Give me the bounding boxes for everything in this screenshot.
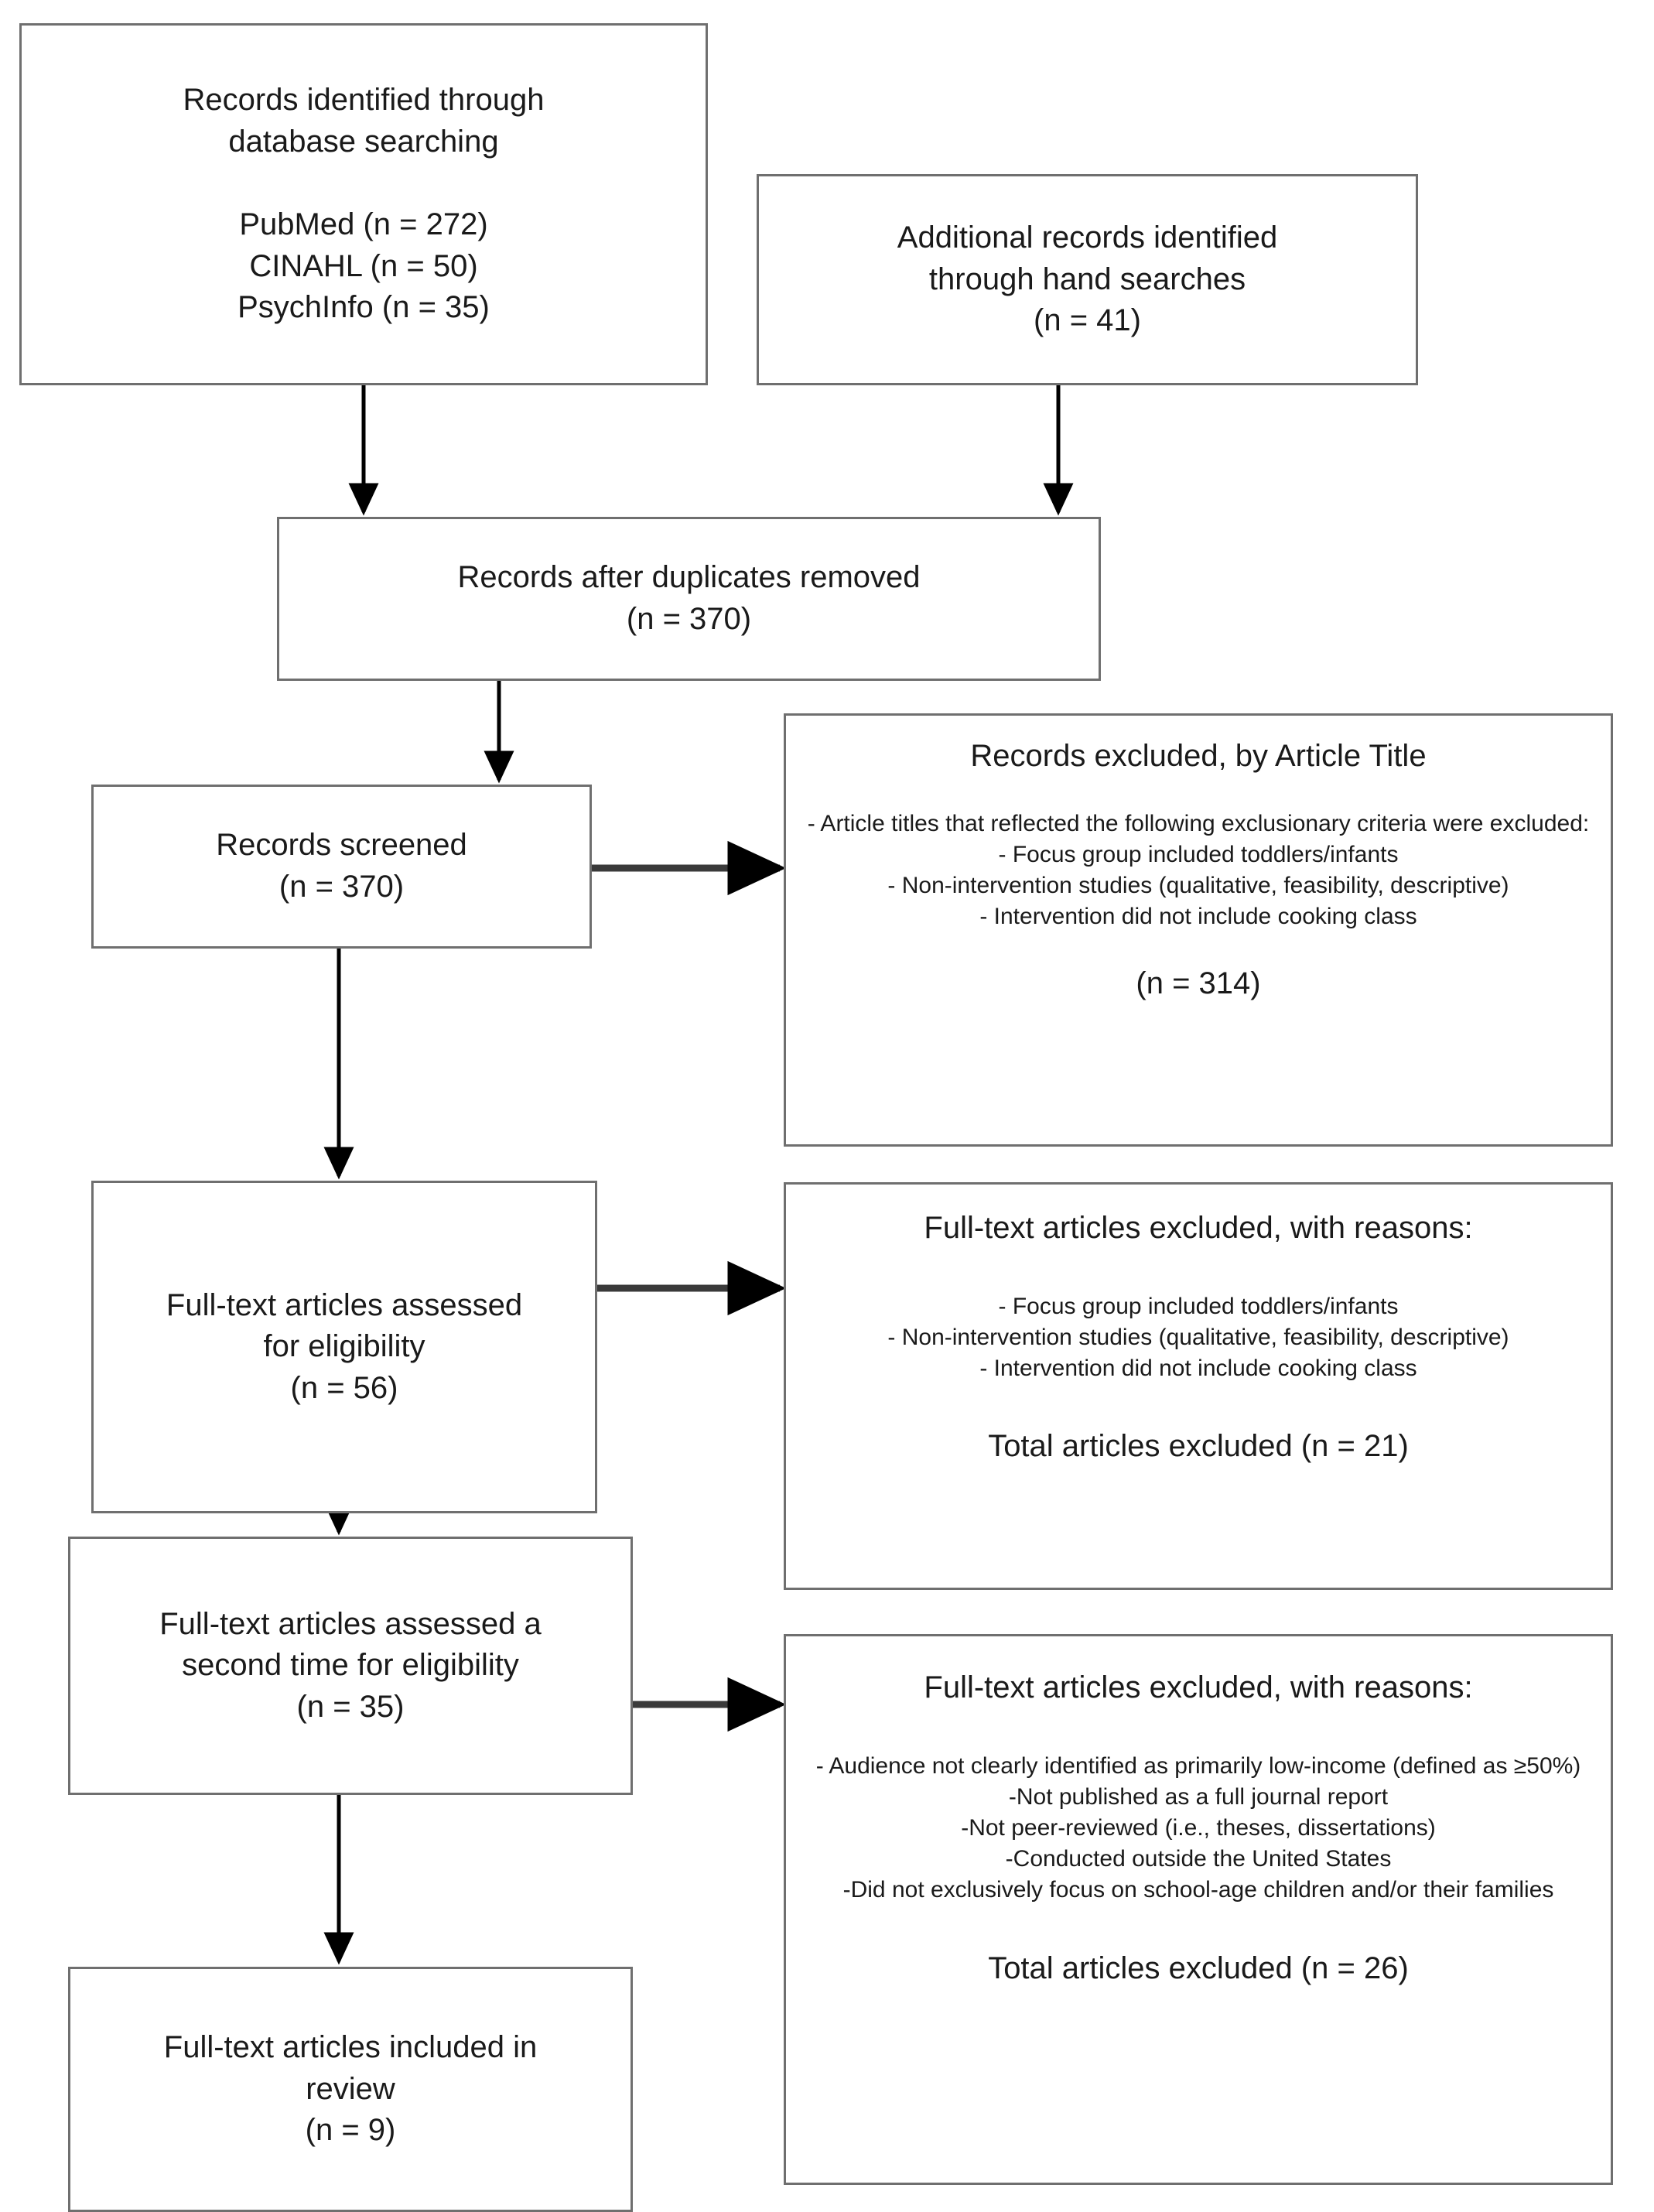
additional-records-count: (n = 41) <box>1034 303 1141 338</box>
excluded-first-pass-total: Total articles excluded (n = 21) <box>988 1429 1409 1464</box>
records-screened-count: (n = 370) <box>279 870 405 904</box>
excluded-second-pass-total: Total articles excluded (n = 26) <box>988 1950 1409 1985</box>
duplicates-removed-count: (n = 370) <box>626 602 752 636</box>
included-in-review-count: (n = 9) <box>305 2113 396 2148</box>
node-records-after-duplicates-removed: Records after duplicates removed (n = 37… <box>277 517 1101 681</box>
excluded-second-pass-heading: Full-text articles excluded, with reason… <box>924 1670 1473 1704</box>
source-pubmed: PubMed (n = 272) <box>239 207 488 242</box>
node-additional-records-hand-searches: Additional records identified through ha… <box>757 174 1418 385</box>
excluded-second-pass-reason-1: -Not published as a full journal report <box>1008 1783 1389 1810</box>
duplicates-removed-heading: Records after duplicates removed <box>457 560 921 595</box>
excluded-by-title-reason-2: - Non-intervention studies (qualitative,… <box>887 872 1509 898</box>
additional-records-heading: Additional records identified through ha… <box>897 221 1278 296</box>
excluded-first-pass-heading: Full-text articles excluded, with reason… <box>924 1211 1473 1245</box>
source-cinahl: CINAHL (n = 50) <box>249 248 478 283</box>
records-screened-heading: Records screened <box>216 828 467 863</box>
included-in-review-heading: Full-text articles included in review <box>163 2030 538 2106</box>
node-records-identified-database: Records identified through database sear… <box>19 23 708 385</box>
excluded-second-pass-reason-3: -Conducted outside the United States <box>1005 1846 1392 1872</box>
records-identified-database-heading: Records identified through database sear… <box>183 83 545 159</box>
node-fulltext-assessed-eligibility: Full-text articles assessed for eligibil… <box>91 1181 597 1513</box>
node-fulltext-assessed-second-time: Full-text articles assessed a second tim… <box>68 1537 633 1795</box>
excluded-by-title-reason-3: - Intervention did not include cooking c… <box>979 904 1417 930</box>
node-fulltext-excluded-second-pass: Full-text articles excluded, with reason… <box>784 1634 1613 2185</box>
node-records-excluded-by-title: Records excluded, by Article Title - Art… <box>784 713 1613 1147</box>
fulltext-assessed-heading: Full-text articles assessed for eligibil… <box>166 1287 523 1364</box>
excluded-by-title-reason-1: - Focus group included toddlers/infants <box>998 841 1399 867</box>
node-fulltext-included-in-review: Full-text articles included in review (n… <box>68 1967 633 2212</box>
excluded-first-pass-reason-0: - Focus group included toddlers/infants <box>998 1293 1399 1319</box>
excluded-by-title-count: (n = 314) <box>1136 966 1261 1001</box>
node-fulltext-excluded-first-pass: Full-text articles excluded, with reason… <box>784 1182 1613 1590</box>
excluded-second-pass-reason-0: - Audience not clearly identified as pri… <box>815 1752 1581 1779</box>
fulltext-second-count: (n = 35) <box>296 1689 405 1724</box>
excluded-first-pass-reason-2: - Intervention did not include cooking c… <box>979 1355 1417 1381</box>
excluded-second-pass-reason-2: -Not peer-reviewed (i.e., theses, disser… <box>961 1814 1436 1841</box>
excluded-by-title-heading: Records excluded, by Article Title <box>970 739 1427 773</box>
fulltext-second-heading: Full-text articles assessed a second tim… <box>159 1606 542 1683</box>
excluded-first-pass-reason-1: - Non-intervention studies (qualitative,… <box>887 1324 1509 1350</box>
fulltext-assessed-count: (n = 56) <box>290 1370 398 1405</box>
node-records-screened: Records screened (n = 370) <box>91 785 592 949</box>
source-psychinfo: PsychInfo (n = 35) <box>238 290 490 325</box>
excluded-second-pass-reason-4: -Did not exclusively focus on school-age… <box>842 1877 1554 1903</box>
excluded-by-title-reason-0: - Article titles that reflected the foll… <box>807 810 1590 836</box>
